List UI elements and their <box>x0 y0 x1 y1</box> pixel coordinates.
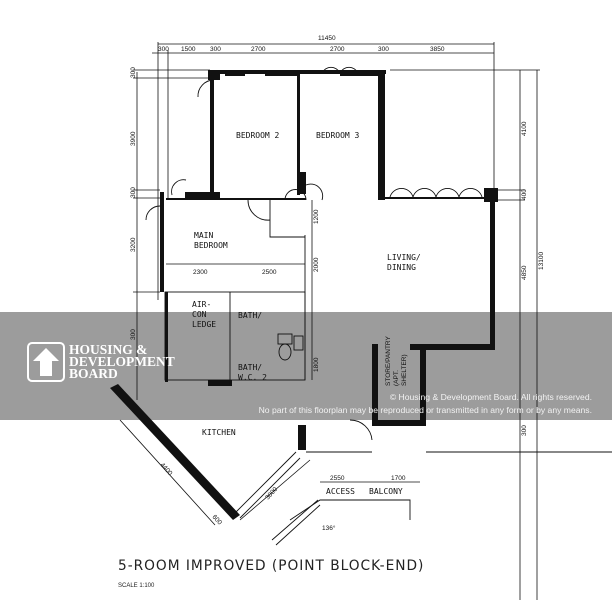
dim-main-bedroom: 2500 <box>262 269 277 276</box>
label-bath-2-1: BATH/ <box>238 363 262 372</box>
label-bath-2-2: W.C. 2 <box>238 373 267 382</box>
label-kitchen: KITCHEN <box>202 428 236 437</box>
label-balcony: BALCONY <box>369 487 403 496</box>
dim-top: 1500 <box>181 46 196 53</box>
dim-right: 4850 <box>521 265 528 280</box>
dim-angle: 136° <box>322 524 336 532</box>
logo-text-3: BOARD <box>69 366 118 381</box>
label-store-1: STORE/PANTRY <box>385 335 392 386</box>
label-store-2: (APT. <box>393 370 400 386</box>
dim-right: 300 <box>521 425 528 436</box>
dim-balcony: 2550 <box>330 475 345 482</box>
label-aircon-1: AIR- <box>192 300 211 309</box>
label-access: ACCESS <box>326 487 355 496</box>
dim-inner: 1800 <box>313 357 320 372</box>
dim-left: 3200 <box>130 237 137 252</box>
label-main-bedroom-2: BEDROOM <box>194 241 228 250</box>
dimension-lines <box>119 42 540 600</box>
dim-top: 2700 <box>330 46 345 53</box>
dim-left: 300 <box>130 187 137 198</box>
logo-text-1: HOUSING & <box>69 342 148 357</box>
dim-top: 3850 <box>430 46 445 53</box>
copyright-line-2: No part of this floorplan may be reprodu… <box>258 405 592 415</box>
label-living-1: LIVING/ <box>387 253 421 262</box>
watermark-band <box>0 312 612 420</box>
dimension-labels: 11450 300 1500 300 2700 2700 300 3850 30… <box>130 35 545 532</box>
dim-kitchen: 4400 <box>159 462 174 478</box>
dim-right-total: 13100 <box>538 252 545 270</box>
dim-kitchen: 600 <box>211 514 224 527</box>
label-store-3: SHELTER) <box>401 354 408 386</box>
dim-right: 400 <box>521 189 528 200</box>
label-bedroom-3: BEDROOM 3 <box>316 131 360 140</box>
copyright-line-1: © Housing & Development Board. All right… <box>389 392 592 402</box>
interior-lines <box>145 66 612 546</box>
dim-inner: 2000 <box>313 257 320 272</box>
label-bath-1: BATH/ <box>238 311 262 320</box>
copyright-notice: © Housing & Development Board. All right… <box>259 391 592 417</box>
label-aircon-3: LEDGE <box>192 320 216 329</box>
dim-left: 300 <box>130 67 137 78</box>
dim-inner: 1200 <box>313 209 320 224</box>
dim-top: 2700 <box>251 46 266 53</box>
dim-top: 300 <box>378 46 389 53</box>
walls <box>110 70 498 520</box>
label-bedroom-2: BEDROOM 2 <box>236 131 280 140</box>
plan-title: 5-ROOM IMPROVED (POINT BLOCK-END) <box>118 558 425 574</box>
house-arrow-icon <box>27 342 65 382</box>
dim-main-bedroom: 2300 <box>193 269 208 276</box>
label-living-2: DINING <box>387 263 416 272</box>
plan-scale: SCALE 1:100 <box>118 583 155 589</box>
dim-right: 4100 <box>521 121 528 136</box>
dim-balcony: 1700 <box>391 475 406 482</box>
logo-text-2: DEVELOPMENT <box>69 354 175 369</box>
hdb-logo: HOUSING & DEVELOPMENT BOARD <box>27 342 175 382</box>
dim-top: 300 <box>158 46 169 53</box>
label-aircon-2: CON <box>192 310 207 319</box>
dim-top-total: 11450 <box>318 35 336 42</box>
label-main-bedroom-1: MAIN <box>194 231 213 240</box>
dim-left: 300 <box>130 329 137 340</box>
dim-top: 300 <box>210 46 221 53</box>
dim-left: 3900 <box>130 131 137 146</box>
room-labels: BEDROOM 2 BEDROOM 3 MAIN BEDROOM LIVING/… <box>192 131 421 496</box>
